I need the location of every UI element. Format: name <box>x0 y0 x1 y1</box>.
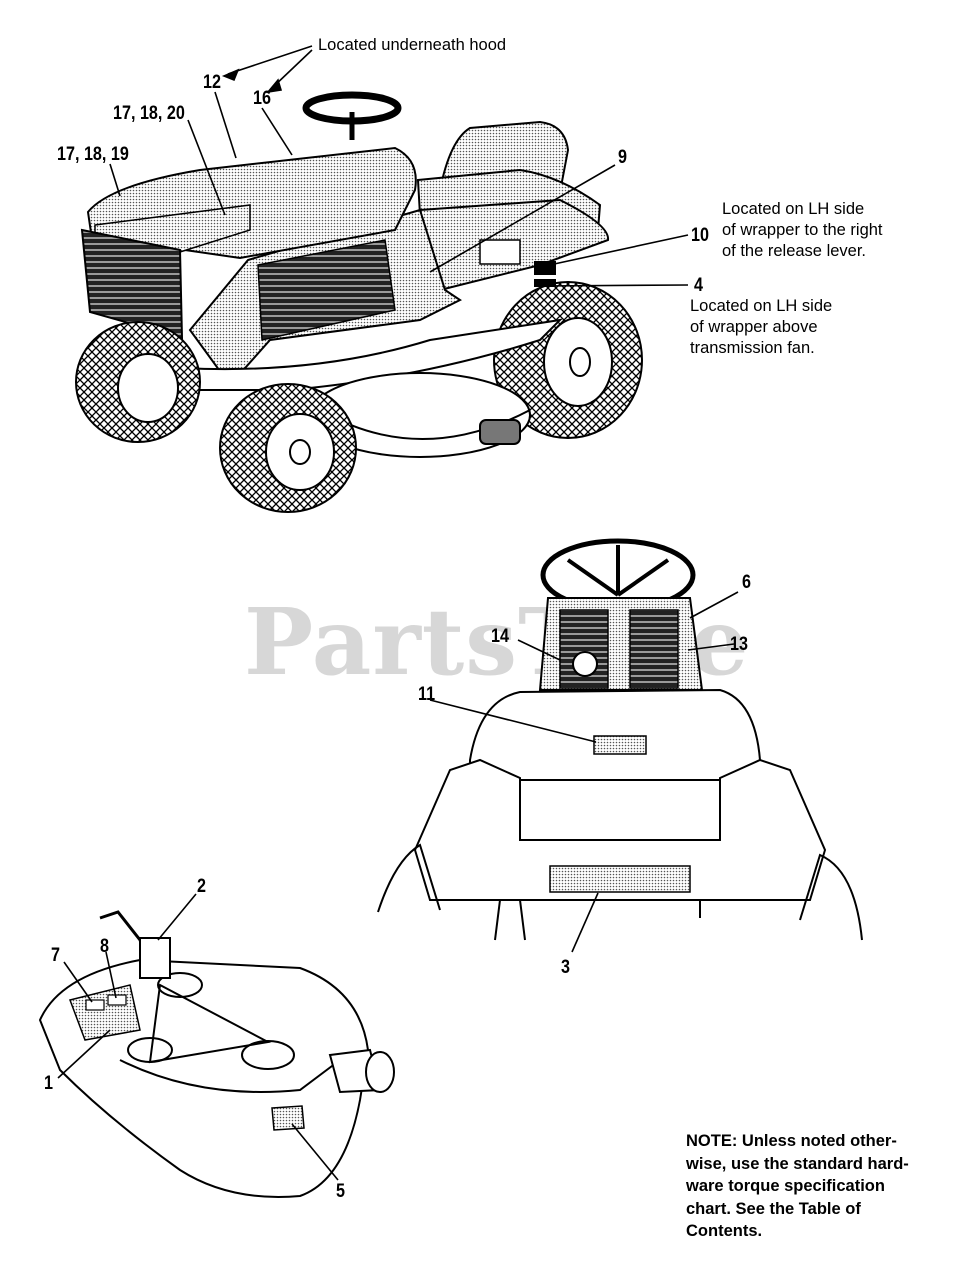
callout-4-note-line3: transmission fan. <box>690 339 815 357</box>
callout-5: 5 <box>336 1181 345 1202</box>
callout-14: 14 <box>491 626 509 647</box>
callout-4-note-line1: Located on LH side <box>690 297 833 315</box>
note-line: Contents. <box>686 1222 763 1240</box>
mower-deck-illustration <box>38 910 395 1198</box>
callout-10-note-line2: of wrapper to the right <box>722 221 883 239</box>
callout-10-note-line3: of the release lever. <box>722 242 867 260</box>
hood-note: Located underneath hood <box>318 36 507 54</box>
callout-1: 1 <box>44 1073 53 1094</box>
torque-note: NOTE: Unless noted other- wise, use the … <box>686 1130 956 1243</box>
callout-3: 3 <box>561 957 570 978</box>
callout-8: 8 <box>100 936 109 957</box>
callout-16: 16 <box>253 88 271 109</box>
callout-9: 9 <box>618 147 627 168</box>
callout-17-18-19: 17, 18, 19 <box>57 144 129 165</box>
note-line: NOTE: Unless noted other- <box>686 1132 897 1150</box>
leader-lines-top <box>109 45 689 287</box>
callout-17-18-20: 17, 18, 20 <box>113 103 185 124</box>
leader-lines-middle <box>429 591 739 953</box>
callout-4: 4 <box>694 275 703 296</box>
rear-view-illustration <box>377 538 863 941</box>
callout-6: 6 <box>742 572 751 593</box>
note-line: ware torque specification <box>686 1177 885 1195</box>
callout-11: 11 <box>418 684 436 705</box>
callout-10: 10 <box>691 225 709 246</box>
callout-4-note-line2: of wrapper above <box>690 318 818 336</box>
leader-lines-bottom <box>57 893 339 1181</box>
callout-2: 2 <box>197 876 206 897</box>
callout-13: 13 <box>730 634 748 655</box>
note-line: wise, use the standard hard- <box>686 1154 909 1173</box>
note-line: chart. See the Table of <box>686 1199 861 1218</box>
tractor-illustration <box>75 91 643 513</box>
callout-12: 12 <box>203 72 221 93</box>
callout-10-note-line1: Located on LH side <box>722 200 865 218</box>
callout-7: 7 <box>51 945 60 966</box>
